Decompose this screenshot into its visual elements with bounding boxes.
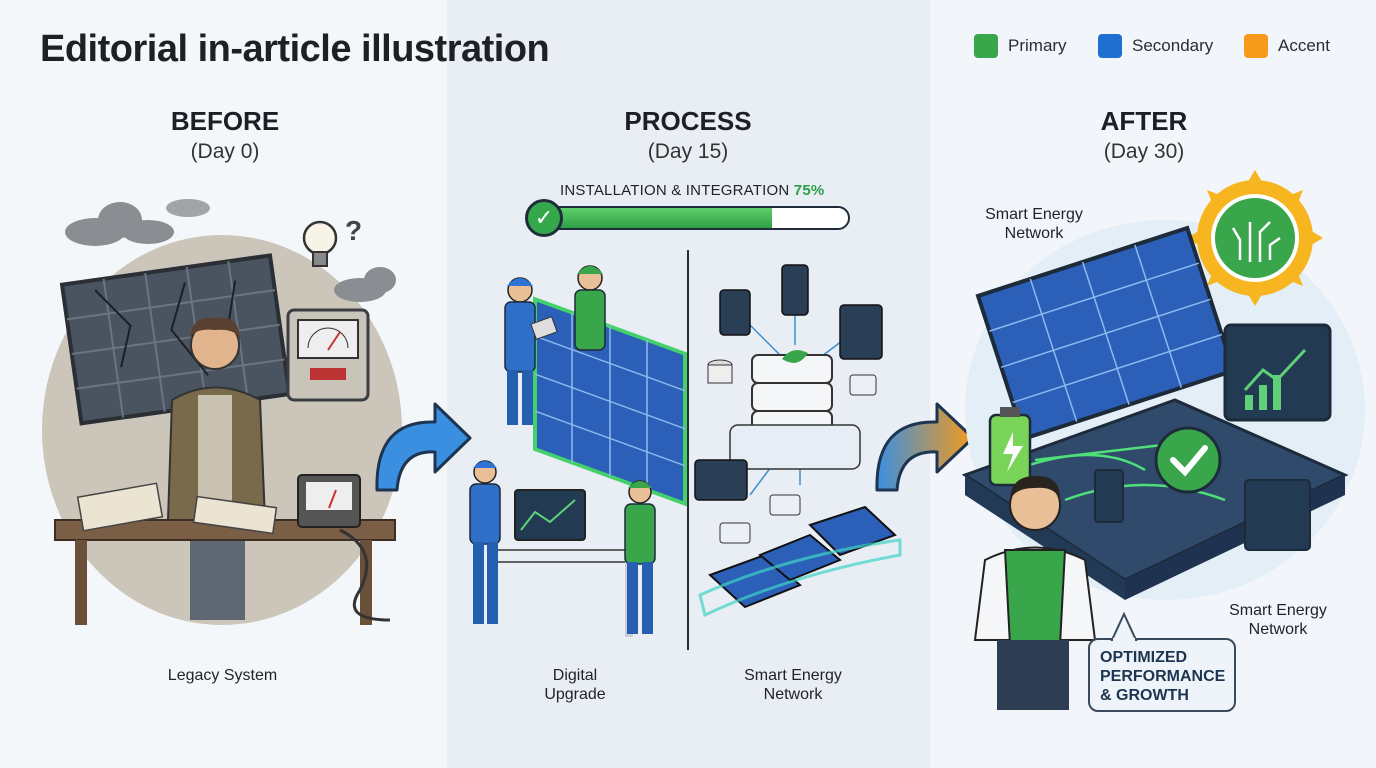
progress-bar xyxy=(540,206,850,230)
battery-icon xyxy=(988,407,1032,487)
legend-swatch-primary xyxy=(974,34,998,58)
progress-label: INSTALLATION & INTEGRATION 75% xyxy=(560,182,850,199)
caption-line: Upgrade xyxy=(544,686,606,703)
stage-subtitle-after: (Day 30) xyxy=(1103,140,1185,163)
progress-percent: 75% xyxy=(793,182,825,199)
cloud-icon xyxy=(334,267,396,302)
lightbulb-icon xyxy=(302,220,338,267)
legacy-system-illustration: ? xyxy=(42,199,402,625)
legend-label: Primary xyxy=(1008,36,1067,55)
bubble-line: PERFORMANCE xyxy=(1100,668,1226,685)
legend-secondary: Secondary xyxy=(1098,34,1213,58)
cloud-icon xyxy=(65,202,174,246)
caption-line: Digital xyxy=(552,667,598,684)
caption-line: Network xyxy=(1004,225,1064,242)
check-icon: ✓ xyxy=(525,199,563,237)
chart-icon xyxy=(1223,323,1332,422)
caption-line: Network xyxy=(1248,621,1308,638)
legend-swatch-accent xyxy=(1244,34,1268,58)
leaf-icon xyxy=(782,350,808,363)
check-icon xyxy=(1154,426,1222,494)
divider xyxy=(687,250,689,650)
stage-subtitle-process: (Day 15) xyxy=(647,140,729,163)
cloud-icon xyxy=(166,199,210,217)
caption-legacy: Legacy System xyxy=(167,667,278,684)
caption-line: Network xyxy=(763,686,823,703)
sun-circuit-icon xyxy=(1187,170,1323,306)
speech-bubble xyxy=(1088,638,1236,712)
stage-subtitle-before: (Day 0) xyxy=(190,140,260,163)
legend-label: Accent xyxy=(1278,36,1330,55)
caption-line: Smart Energy xyxy=(1229,602,1327,619)
progress-label-text: INSTALLATION & INTEGRATION xyxy=(560,182,790,199)
smart-energy-illustration xyxy=(961,170,1365,710)
legend-accent: Accent xyxy=(1244,34,1330,58)
legend-label: Secondary xyxy=(1132,36,1214,55)
arrow-icon xyxy=(375,402,472,492)
caption-line: Smart Energy xyxy=(744,667,842,684)
smart-network-illustration xyxy=(694,264,902,618)
bubble-line: OPTIMIZED xyxy=(1100,649,1188,666)
digital-upgrade-illustration xyxy=(469,265,687,637)
progress-fill xyxy=(542,208,772,228)
bubble-text: OPTIMIZED PERFORMANCE & GROWTH xyxy=(1100,648,1230,705)
bubble-line: & GROWTH xyxy=(1100,687,1189,704)
stage-title-process: PROCESS xyxy=(624,106,752,136)
stage-title-before: BEFORE xyxy=(170,106,280,136)
legend-primary: Primary xyxy=(974,34,1067,58)
arrow-icon xyxy=(875,402,975,492)
caption-line: Smart Energy xyxy=(985,206,1083,223)
page-title: Editorial in-article illustration xyxy=(40,28,550,70)
question-mark: ? xyxy=(345,215,362,246)
speech-bubble-tail xyxy=(1110,612,1138,642)
legend-swatch-secondary xyxy=(1098,34,1122,58)
stage-title-after: AFTER xyxy=(1100,106,1188,136)
